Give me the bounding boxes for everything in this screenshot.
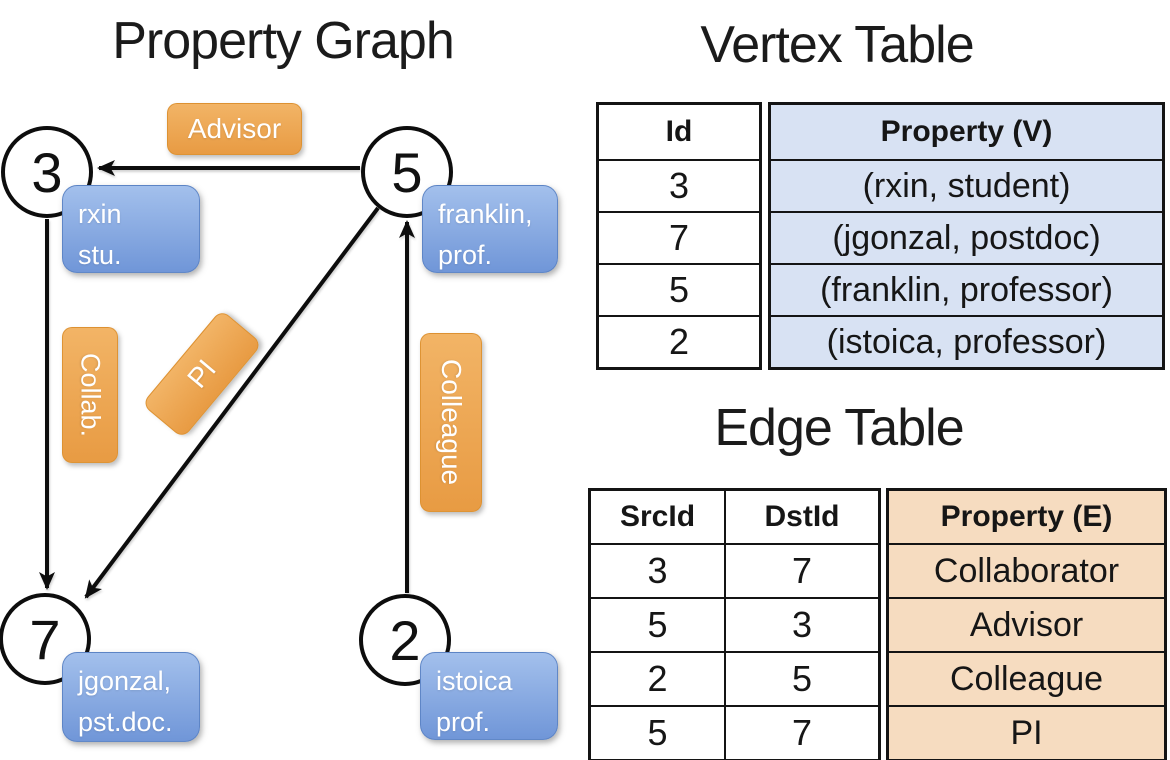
table-cell: (franklin, professor) [771, 263, 1162, 315]
arrow-5-to-7 [84, 206, 380, 599]
vertex-table-id-column: Id 3 7 5 2 [596, 102, 762, 370]
table-cell: 5 [591, 705, 724, 759]
edge-label-text: Collab. [75, 352, 106, 438]
edge-label-advisor: Advisor [167, 103, 302, 155]
table-cell: 5 [599, 263, 759, 315]
table-cell: 7 [724, 705, 878, 759]
table-cell: (rxin, student) [771, 159, 1162, 211]
node-id-label: 7 [29, 607, 61, 671]
table-cell: (jgonzal, postdoc) [771, 211, 1162, 263]
edge-label-colleague: Colleague [420, 333, 482, 512]
table-cell: 7 [724, 543, 878, 597]
property-line: stu. [78, 239, 122, 270]
node-id-label: 3 [31, 140, 63, 204]
edge-table-id-columns: SrcId DstId 3 7 5 3 2 5 5 7 [588, 488, 881, 760]
node-property-box-3: rxin stu. [62, 185, 200, 273]
edge-table-title: Edge Table [714, 399, 964, 457]
column-header: SrcId [619, 500, 696, 533]
table-cell: 2 [591, 651, 724, 705]
node-property-box-7: jgonzal, pst.doc. [62, 652, 200, 742]
table-cell: 3 [724, 597, 878, 651]
table-cell: 5 [591, 597, 724, 651]
edge-label-text: Advisor [187, 113, 282, 144]
vertex-table-property-column: Property (V) (rxin, student) (jgonzal, p… [768, 102, 1165, 370]
edge-label-text: PI [181, 353, 222, 394]
column-header: Property (E) [889, 491, 1164, 543]
column-header: DstId [724, 491, 878, 543]
property-line: prof. [436, 706, 491, 737]
node-id-label: 5 [391, 140, 423, 204]
vertex-table-title: Vertex Table [700, 16, 974, 74]
table-cell: Colleague [889, 651, 1164, 705]
table-cell: 3 [599, 159, 759, 211]
table-cell: Collaborator [889, 543, 1164, 597]
graph-node-2: 2 [359, 594, 451, 686]
node-property-box-2: istoica prof. [420, 652, 558, 740]
table-cell: Advisor [889, 597, 1164, 651]
column-header: Property (V) [771, 105, 1162, 159]
edge-label-collab: Collab. [62, 327, 118, 463]
node-id-label: 2 [389, 608, 421, 672]
node-property-box-5: franklin, prof. [422, 185, 558, 273]
property-line: jgonzal, [78, 666, 172, 696]
table-cell: 7 [599, 211, 759, 263]
edge-label-text: Colleague [436, 359, 467, 486]
table-cell: 5 [724, 651, 878, 705]
property-line: pst.doc. [78, 706, 173, 737]
table-cell: 3 [591, 543, 724, 597]
property-line: franklin, [438, 199, 533, 229]
graph-edges-layer [39, 160, 415, 599]
property-line: istoica [436, 666, 513, 696]
property-line: prof. [438, 239, 493, 270]
table-cell: (istoica, professor) [771, 315, 1162, 367]
edge-table-property-column: Property (E) Collaborator Advisor Collea… [886, 488, 1167, 760]
property-line: rxin [78, 199, 122, 229]
table-cell: PI [889, 705, 1164, 759]
table-cell: 2 [599, 315, 759, 367]
property-graph-title: Property Graph [112, 12, 455, 70]
column-header: Id [665, 115, 693, 148]
